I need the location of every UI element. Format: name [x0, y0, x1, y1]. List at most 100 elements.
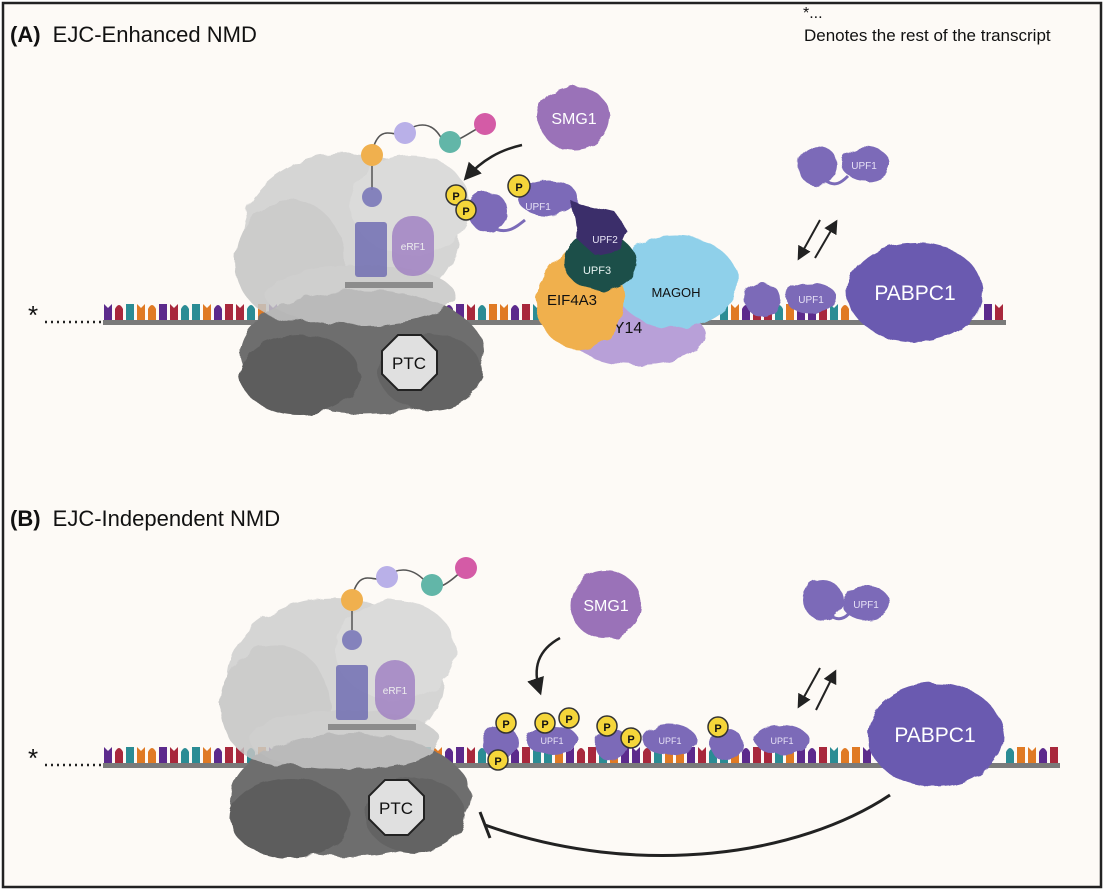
- ptc-octagon-a: [381, 334, 438, 391]
- panel-a: (A) EJC-Enhanced NMD *: [10, 22, 1006, 415]
- nucleotide-block: [1017, 747, 1025, 763]
- nucleotide-block: [588, 747, 596, 763]
- nucleotide-block: [148, 748, 156, 763]
- nucleotide-block: [577, 748, 585, 763]
- phospho-b-1: [495, 712, 517, 734]
- transcript-marker-b: *: [28, 743, 38, 773]
- nucleotide-block: [137, 747, 145, 763]
- panel-a-title: (A) EJC-Enhanced NMD: [10, 22, 257, 47]
- amino-acid-teal-a: [439, 131, 461, 153]
- upf1-label-b-2: UPF1: [658, 736, 681, 746]
- nucleotide-block: [830, 747, 838, 763]
- tRNA-head-a: [362, 187, 382, 207]
- upf1-bound-protein-a: [468, 180, 578, 232]
- nucleotide-block: [467, 747, 475, 763]
- upf1-linker-a: [489, 218, 526, 233]
- nucleotide-block: [731, 304, 739, 320]
- smg1-label-a: SMG1: [551, 111, 596, 128]
- pabpc1-protein-b: [867, 683, 1003, 787]
- nucleotide-block: [137, 304, 145, 320]
- nucleotide-block: [808, 748, 816, 763]
- ptc-label-a: PTC: [392, 354, 426, 373]
- svg-text:P: P: [515, 182, 522, 194]
- transcript-marker-a: *: [28, 300, 38, 330]
- nucleotide-block: [1006, 748, 1014, 763]
- nucleotide-block: [115, 748, 123, 763]
- smg1-arrow-a: [463, 143, 523, 181]
- nucleotide-block: [236, 304, 244, 320]
- nucleotide-block: [511, 305, 519, 320]
- nucleotide-block: [841, 748, 849, 763]
- eif4a3-label: EIF4A3: [547, 292, 597, 309]
- upf2-label: UPF2: [592, 235, 618, 246]
- nucleotide-block: [247, 305, 255, 320]
- upf3-label: UPF3: [583, 265, 611, 277]
- nucleotide-block: [830, 304, 838, 320]
- panel-b-title-text: EJC-Independent NMD: [53, 506, 280, 531]
- nucleotide-block: [214, 748, 222, 763]
- erf1-a: [392, 216, 434, 276]
- equilibrium-arrow-up-b: [815, 669, 837, 711]
- smg1-label-b: SMG1: [583, 598, 628, 615]
- nucleotide-block: [456, 747, 464, 763]
- nucleotide-block: [852, 747, 860, 763]
- nucleotide-block: [192, 304, 200, 320]
- tRNA-body-b: [336, 665, 368, 720]
- mrna-backbone-b: [103, 763, 1060, 768]
- phospho-groups-b: P P P P P P P: [487, 707, 729, 771]
- smg1-protein-a: [538, 86, 610, 150]
- nucleotide-block: [489, 304, 497, 320]
- amino-acid-teal-b: [421, 574, 443, 596]
- svg-text:P: P: [502, 719, 509, 731]
- svg-text:P: P: [452, 191, 459, 203]
- upf1-mrna-label-a: UPF1: [798, 295, 824, 306]
- legend-text: Denotes the rest of the transcript: [804, 26, 1051, 45]
- phospho-b-3: [534, 712, 556, 734]
- nucleotide-block: [995, 304, 1003, 320]
- nucleotide-block: [687, 747, 695, 763]
- nucleotide-block: [159, 747, 167, 763]
- nucleotide-block: [192, 747, 200, 763]
- y14-label: Y14: [614, 320, 643, 337]
- nucleotide-block: [984, 304, 992, 320]
- pabpc1-protein-a: [847, 242, 983, 342]
- equilibrium-arrow-up-a: [814, 219, 838, 259]
- upf1-label-b-1: UPF1: [540, 736, 563, 746]
- nucleotide-block: [500, 304, 508, 320]
- nucleotide-block: [467, 304, 475, 320]
- nucleotide-block: [126, 747, 134, 763]
- tRNA-body-a: [355, 222, 387, 277]
- phospho-2-a: [455, 199, 477, 221]
- nucleotide-block: [159, 304, 167, 320]
- phospho-1-a: [445, 184, 467, 206]
- amino-acid-magenta-a: [474, 113, 496, 135]
- nucleotide-block: [753, 747, 761, 763]
- phospho-b-5: [596, 715, 618, 737]
- upf1-free-linker-b: [829, 611, 852, 621]
- erf1-label-a: eRF1: [401, 242, 426, 253]
- tRNA-anticodon-bar-b: [328, 724, 416, 730]
- panel-b-letter: (B): [10, 506, 41, 531]
- nucleotide-block: [698, 747, 706, 763]
- panel-a-letter: (A): [10, 22, 41, 47]
- nascent-peptide-b: [351, 567, 467, 598]
- nucleotide-block: [643, 748, 651, 763]
- nucleotide-block: [203, 747, 211, 763]
- phospho-groups-a: P P P: [445, 174, 531, 221]
- inhibition-bar-b: [478, 811, 492, 839]
- upf2-protein: [570, 200, 628, 255]
- erf1-label-b: eRF1: [383, 686, 408, 697]
- upf1-free-label-a: UPF1: [851, 161, 877, 172]
- panel-b: (B) EJC-Independent NMD * eRF1 PT: [10, 506, 1060, 858]
- nucleotide-block: [841, 305, 849, 320]
- ptc-octagon-b: [368, 779, 425, 836]
- nucleotide-block: [203, 304, 211, 320]
- phospho-3-a: [507, 174, 531, 198]
- nucleotide-block: [478, 305, 486, 320]
- equilibrium-arrow-down-a: [797, 219, 821, 261]
- nucleotide-block: [1028, 747, 1036, 763]
- svg-text:P: P: [462, 206, 469, 218]
- amino-acid-lilac-a: [394, 122, 416, 144]
